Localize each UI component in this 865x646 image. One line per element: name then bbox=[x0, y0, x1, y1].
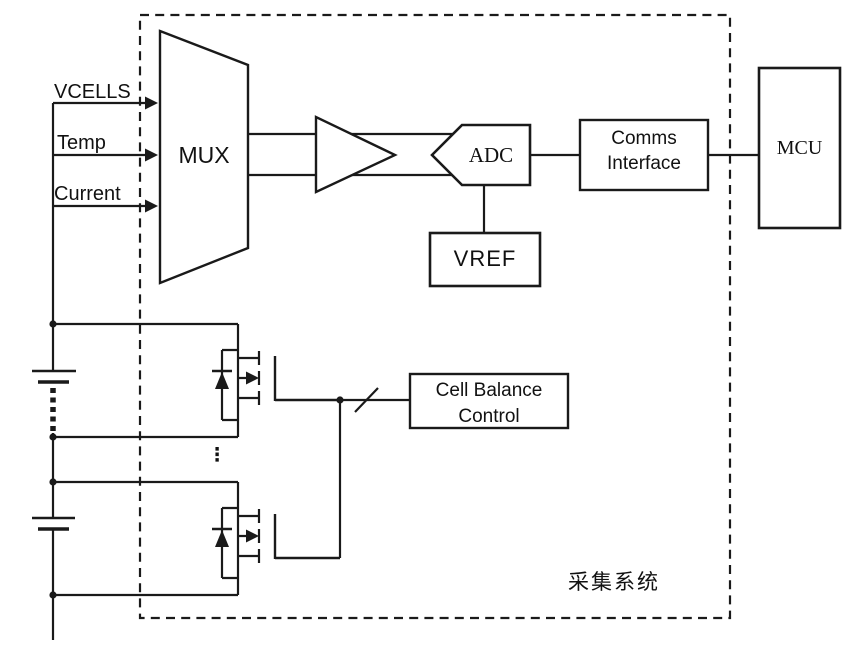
temp-arrowhead bbox=[145, 148, 158, 162]
mux-block bbox=[158, 29, 250, 285]
more-cells-ellipsis: ⋮ bbox=[207, 445, 227, 466]
comms-interface-label: Comms Interface bbox=[580, 126, 708, 176]
gate-bus-junction-dot bbox=[336, 396, 344, 404]
comms-label-line1: Comms bbox=[611, 128, 677, 149]
acquisition-system-label: 采集系统 bbox=[568, 570, 660, 594]
temp-input-label: Temp bbox=[57, 132, 106, 154]
cell-balance-control-label: Cell Balance Control bbox=[410, 378, 568, 430]
vcells-arrowhead bbox=[145, 96, 158, 110]
mux-label: MUX bbox=[178, 142, 230, 168]
cbc-label-line2: Control bbox=[458, 406, 520, 427]
comms-label-line2: Interface bbox=[607, 153, 681, 174]
current-arrowhead bbox=[145, 199, 158, 213]
cbc-label-line1: Cell Balance bbox=[435, 380, 543, 401]
mcu-label: MCU bbox=[776, 137, 823, 159]
mosfet-cell-2 bbox=[48, 477, 342, 600]
amplifier-symbol bbox=[314, 115, 398, 194]
cell-balance-control-block bbox=[408, 372, 570, 430]
mux-input-wires bbox=[53, 96, 158, 213]
mcu-block bbox=[757, 66, 842, 230]
vcells-input-label: VCELLS bbox=[54, 81, 131, 103]
adc-label: ADC bbox=[468, 143, 514, 167]
bus-width-slash bbox=[354, 387, 379, 413]
vref-label: VREF bbox=[453, 246, 517, 271]
vref-block bbox=[428, 231, 542, 288]
current-input-label: Current bbox=[54, 183, 121, 205]
acquisition-system-boundary bbox=[138, 13, 732, 620]
gate-bus bbox=[336, 387, 410, 558]
mosfet-cell-1 bbox=[48, 319, 342, 442]
